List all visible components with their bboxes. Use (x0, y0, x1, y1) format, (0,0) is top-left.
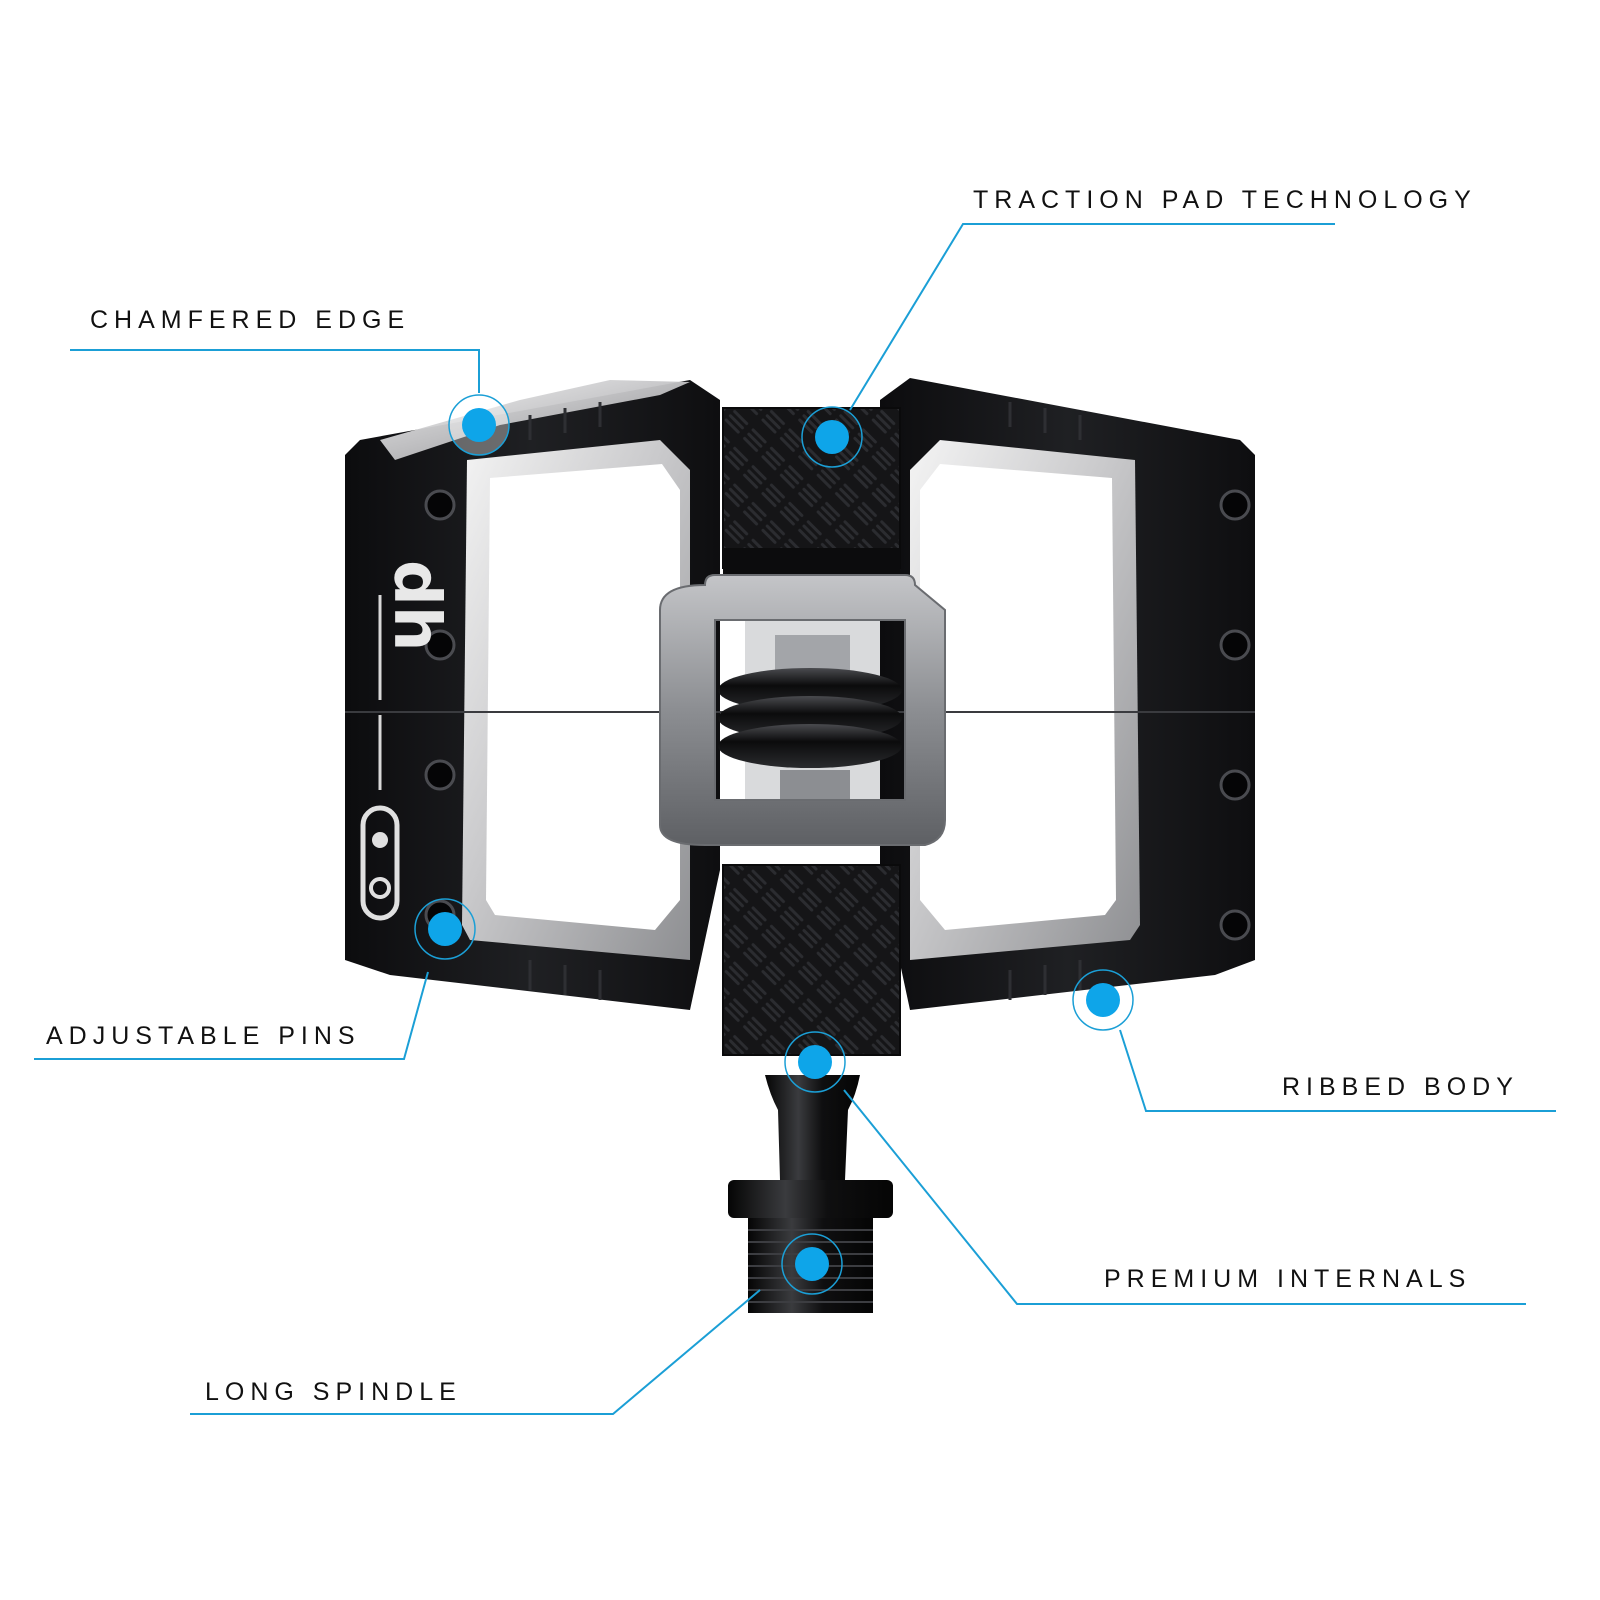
pin (424, 489, 456, 521)
pin (1219, 909, 1251, 941)
leader-traction-pad (849, 223, 1335, 411)
callout-ribbed-body: RIBBED BODY (1282, 1073, 1519, 1101)
callout-premium-internals: PREMIUM INTERNALS (1104, 1265, 1472, 1293)
leader-ribbed-body (1119, 1029, 1556, 1112)
callout-long-spindle: LONG SPINDLE (205, 1378, 462, 1406)
spring (718, 668, 902, 768)
traction-pad-bottom (722, 864, 901, 1056)
pin (1219, 489, 1251, 521)
leader-lines (34, 223, 1556, 1415)
dot-premium-internals (784, 1031, 846, 1093)
leader-chamfered-edge (70, 349, 480, 393)
dot-chamfered-edge (448, 394, 510, 456)
leader-premium-internals (843, 1089, 1526, 1305)
spindle (728, 1075, 893, 1313)
pin (1219, 769, 1251, 801)
chamfered-edge-left (380, 380, 690, 460)
pin (1219, 629, 1251, 661)
dot-traction-pad (801, 406, 863, 468)
traction-pad-top (722, 407, 901, 569)
callout-traction-pad-technology: TRACTION PAD TECHNOLOGY (973, 186, 1477, 214)
brand-logo: dh (360, 560, 453, 921)
dot-long-spindle (781, 1233, 843, 1295)
callout-adjustable-pins: ADJUSTABLE PINS (46, 1022, 361, 1050)
dot-adjustable-pins (414, 898, 476, 960)
leader-long-spindle (190, 1289, 761, 1415)
pin (424, 629, 456, 661)
pin (424, 759, 456, 791)
pedal-body: dh (345, 378, 1255, 1313)
left-window (486, 464, 680, 930)
right-window (920, 464, 1116, 930)
callout-chamfered-edge: CHAMFERED EDGE (90, 306, 411, 334)
cage (659, 574, 946, 846)
crankbrothers-logo-icon (360, 805, 400, 921)
model-mark: dh (379, 560, 453, 651)
ribs (528, 402, 1082, 1000)
leader-adjustable-pins (34, 971, 429, 1060)
callout-dots (414, 394, 1134, 1295)
spring-mechanism (659, 574, 946, 846)
dot-ribbed-body (1072, 969, 1134, 1031)
